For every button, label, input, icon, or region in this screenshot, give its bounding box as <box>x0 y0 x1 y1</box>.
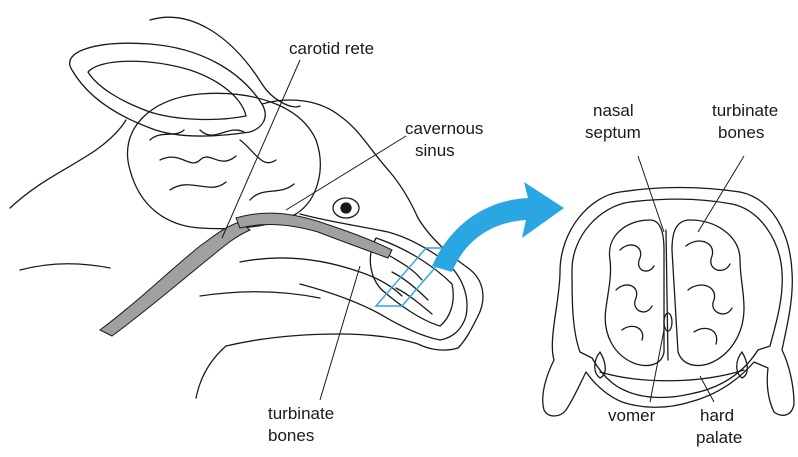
label-hard-palate-line1: hard <box>700 406 734 425</box>
label-turbinate-bones-left-line2: bones <box>268 426 314 445</box>
label-cavernous-sinus-line1: cavernous <box>405 119 483 138</box>
section-arrow <box>432 182 564 272</box>
leader-turbinate-right <box>698 156 744 232</box>
snout-outer-outline <box>543 188 794 417</box>
label-nasal-septum-line2: septum <box>585 123 641 142</box>
label-vomer: vomer <box>608 406 655 425</box>
turbinate-scrolls-right <box>686 241 732 344</box>
lower-jaw-2 <box>200 292 320 298</box>
neck-top <box>10 120 126 208</box>
leader-carotid-rete <box>222 60 300 238</box>
animal-head <box>10 17 483 398</box>
leader-vomer <box>650 330 664 402</box>
jaw-line <box>20 264 110 270</box>
label-hard-palate-line2: palate <box>696 428 742 447</box>
cross-section <box>543 188 794 417</box>
carotid-vessel <box>100 222 250 336</box>
palate-line <box>600 370 744 381</box>
label-nasal-septum-line1: nasal <box>593 101 634 120</box>
cavernous-vessel <box>236 213 392 258</box>
ear-outline <box>70 43 266 136</box>
ear-inner <box>88 61 246 119</box>
vessels <box>100 213 392 336</box>
eye-pupil <box>341 203 351 213</box>
label-cavernous-sinus-line2: sinus <box>415 141 455 160</box>
nasal-cavity-left <box>605 220 664 366</box>
label-turbinate-bones-left-line1: turbinate <box>268 404 334 423</box>
brain-vessels <box>150 130 294 200</box>
throat <box>196 346 226 398</box>
nasal-cavity-right <box>672 220 744 366</box>
label-turbinate-bones-right-line1: turbinate <box>712 101 778 120</box>
septum <box>666 230 668 360</box>
leader-turbinate-left <box>320 266 360 400</box>
label-carotid-rete: carotid rete <box>289 39 374 58</box>
turbinate-scrolls-left <box>616 245 654 340</box>
label-turbinate-bones-right-line2: bones <box>718 123 764 142</box>
snout-inner-outline <box>572 199 782 397</box>
chin <box>226 334 458 350</box>
